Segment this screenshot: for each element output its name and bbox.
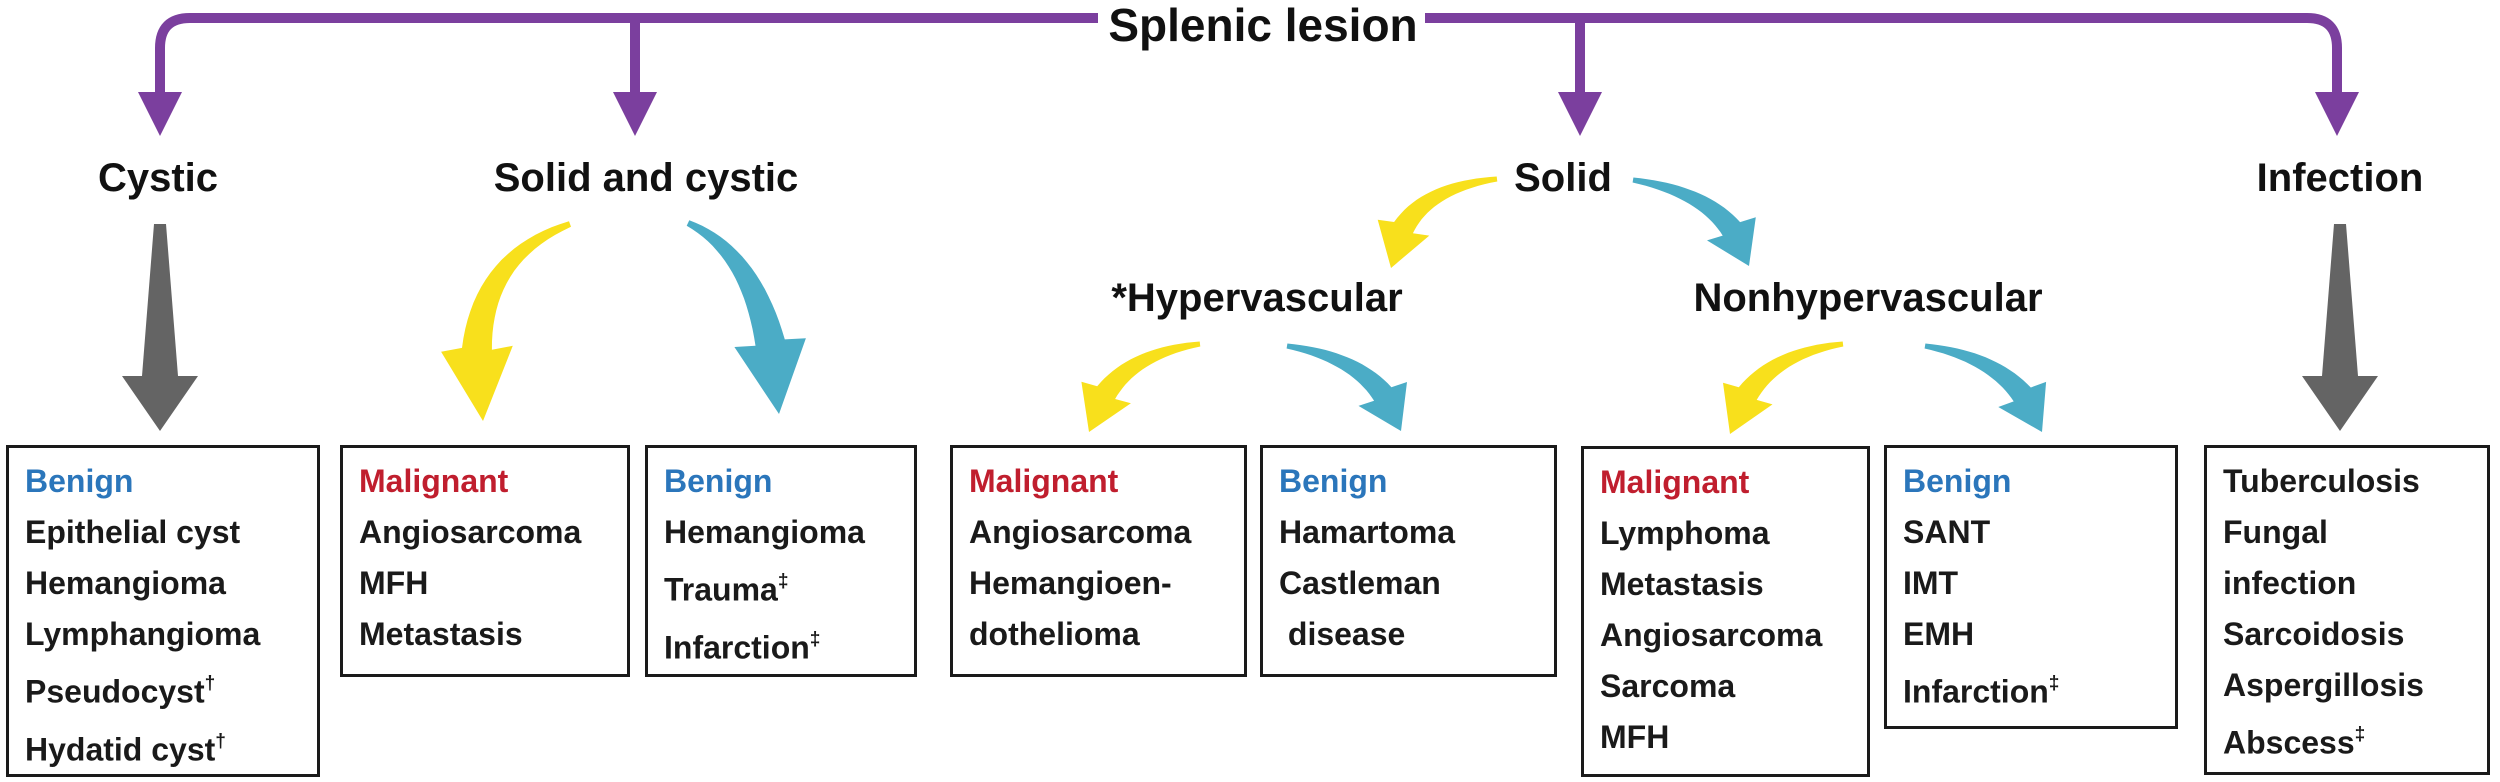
dx-box-item: SANT bbox=[1903, 514, 1991, 550]
dx-box-item: Metastasis bbox=[1600, 566, 1764, 602]
dx-box-item: Sarcoidosis bbox=[2223, 616, 2405, 652]
branch-label-cystic: Cystic bbox=[97, 156, 219, 200]
gray-arrow-infection-to-list bbox=[2302, 224, 2378, 431]
dx-box-item: disease bbox=[1279, 616, 1406, 652]
dx-box-item: infection bbox=[2223, 565, 2357, 601]
branch-label-solid-and-cystic: Solid and cystic bbox=[493, 156, 799, 200]
dx-box-item: Metastasis bbox=[359, 616, 523, 652]
dx-box-item: Infarction‡ bbox=[664, 628, 821, 666]
dx-box-item: MFH bbox=[359, 565, 429, 601]
dx-box-item: Angiosarcoma bbox=[359, 514, 582, 550]
connector-splenic-to-cystic bbox=[155, 13, 1098, 94]
branch-label-hypervascular: *Hypervascular bbox=[1111, 276, 1403, 320]
branch-label-nonhypervascular: Nonhypervascular bbox=[1693, 276, 2043, 320]
dx-box-item: Hemangioen- bbox=[969, 565, 1172, 601]
curved-arrow-hypervascular-to-benign bbox=[1286, 343, 1407, 431]
dx-box-item: Hemangioma bbox=[664, 514, 865, 550]
curved-arrow-solid-to-nonhypervascular bbox=[1632, 177, 1756, 266]
branch-label-solid: Solid bbox=[1514, 156, 1612, 200]
dx-box-item: Angiosarcoma bbox=[969, 514, 1192, 550]
page-title: Splenic lesion bbox=[1108, 0, 1418, 51]
curved-arrow-solid-cystic-to-benign bbox=[686, 220, 806, 414]
branch-label-infection: Infection bbox=[2256, 156, 2424, 200]
dx-box-item: IMT bbox=[1903, 565, 1959, 601]
dx-box-item: Sarcoma bbox=[1600, 668, 1736, 704]
dx-box-header-cystic-benign: Benign bbox=[25, 463, 134, 499]
arrowhead-cystic bbox=[138, 92, 182, 136]
dx-box-item: Trauma‡ bbox=[664, 571, 789, 608]
curved-arrow-nonhypervascular-to-malignant bbox=[1723, 341, 1844, 434]
dx-box-item: dothelioma bbox=[969, 616, 1140, 652]
connector-splenic-to-infection bbox=[1425, 13, 2342, 94]
curved-arrow-solid-to-hypervascular bbox=[1377, 176, 1498, 268]
arrowhead-solid-cystic bbox=[613, 92, 657, 136]
arrowhead-infection bbox=[2315, 92, 2359, 136]
dx-box-header-hypervascular-malignant: Malignant bbox=[969, 463, 1119, 499]
curved-arrow-solid-cystic-to-malignant bbox=[441, 221, 571, 421]
dx-box-item: Hemangioma bbox=[25, 565, 226, 601]
dx-box-header-hypervascular-benign: Benign bbox=[1279, 463, 1388, 499]
dx-box-header-solid-cystic-benign: Benign bbox=[664, 463, 773, 499]
dx-box-item: Lymphangioma bbox=[25, 616, 261, 652]
dx-box-item: Epithelial cyst bbox=[25, 514, 241, 550]
dx-box-item: Lymphoma bbox=[1600, 515, 1770, 551]
dx-box-item: Aspergillosis bbox=[2223, 667, 2424, 703]
dx-box-item: Angiosarcoma bbox=[1600, 617, 1823, 653]
curved-arrow-hypervascular-to-malignant bbox=[1081, 341, 1201, 432]
dx-box-header-solid-cystic-malignant: Malignant bbox=[359, 463, 509, 499]
dx-box-item: Pseudocyst† bbox=[25, 673, 216, 710]
dx-box-item: EMH bbox=[1903, 616, 1975, 652]
dx-box-item: Hydatid cyst† bbox=[25, 730, 226, 768]
gray-arrow-cystic-to-benign bbox=[122, 224, 198, 431]
dx-box-item: Fungal bbox=[2223, 514, 2328, 550]
dx-box-item: Castleman bbox=[1279, 565, 1441, 601]
dx-box-header-nonhypervascular-malignant: Malignant bbox=[1600, 464, 1750, 500]
dx-box-item: Hamartoma bbox=[1279, 514, 1456, 550]
arrowhead-solid bbox=[1558, 92, 1602, 136]
dx-box-item: MFH bbox=[1600, 719, 1670, 755]
dx-box-item: Abscess‡ bbox=[2223, 724, 2366, 761]
dx-box-item: Infarction‡ bbox=[1903, 673, 2060, 710]
dx-box-header-nonhypervascular-benign: Benign bbox=[1903, 463, 2012, 499]
dx-box-item: Tuberculosis bbox=[2223, 463, 2420, 499]
curved-arrow-nonhypervascular-to-benign bbox=[1924, 343, 2047, 432]
